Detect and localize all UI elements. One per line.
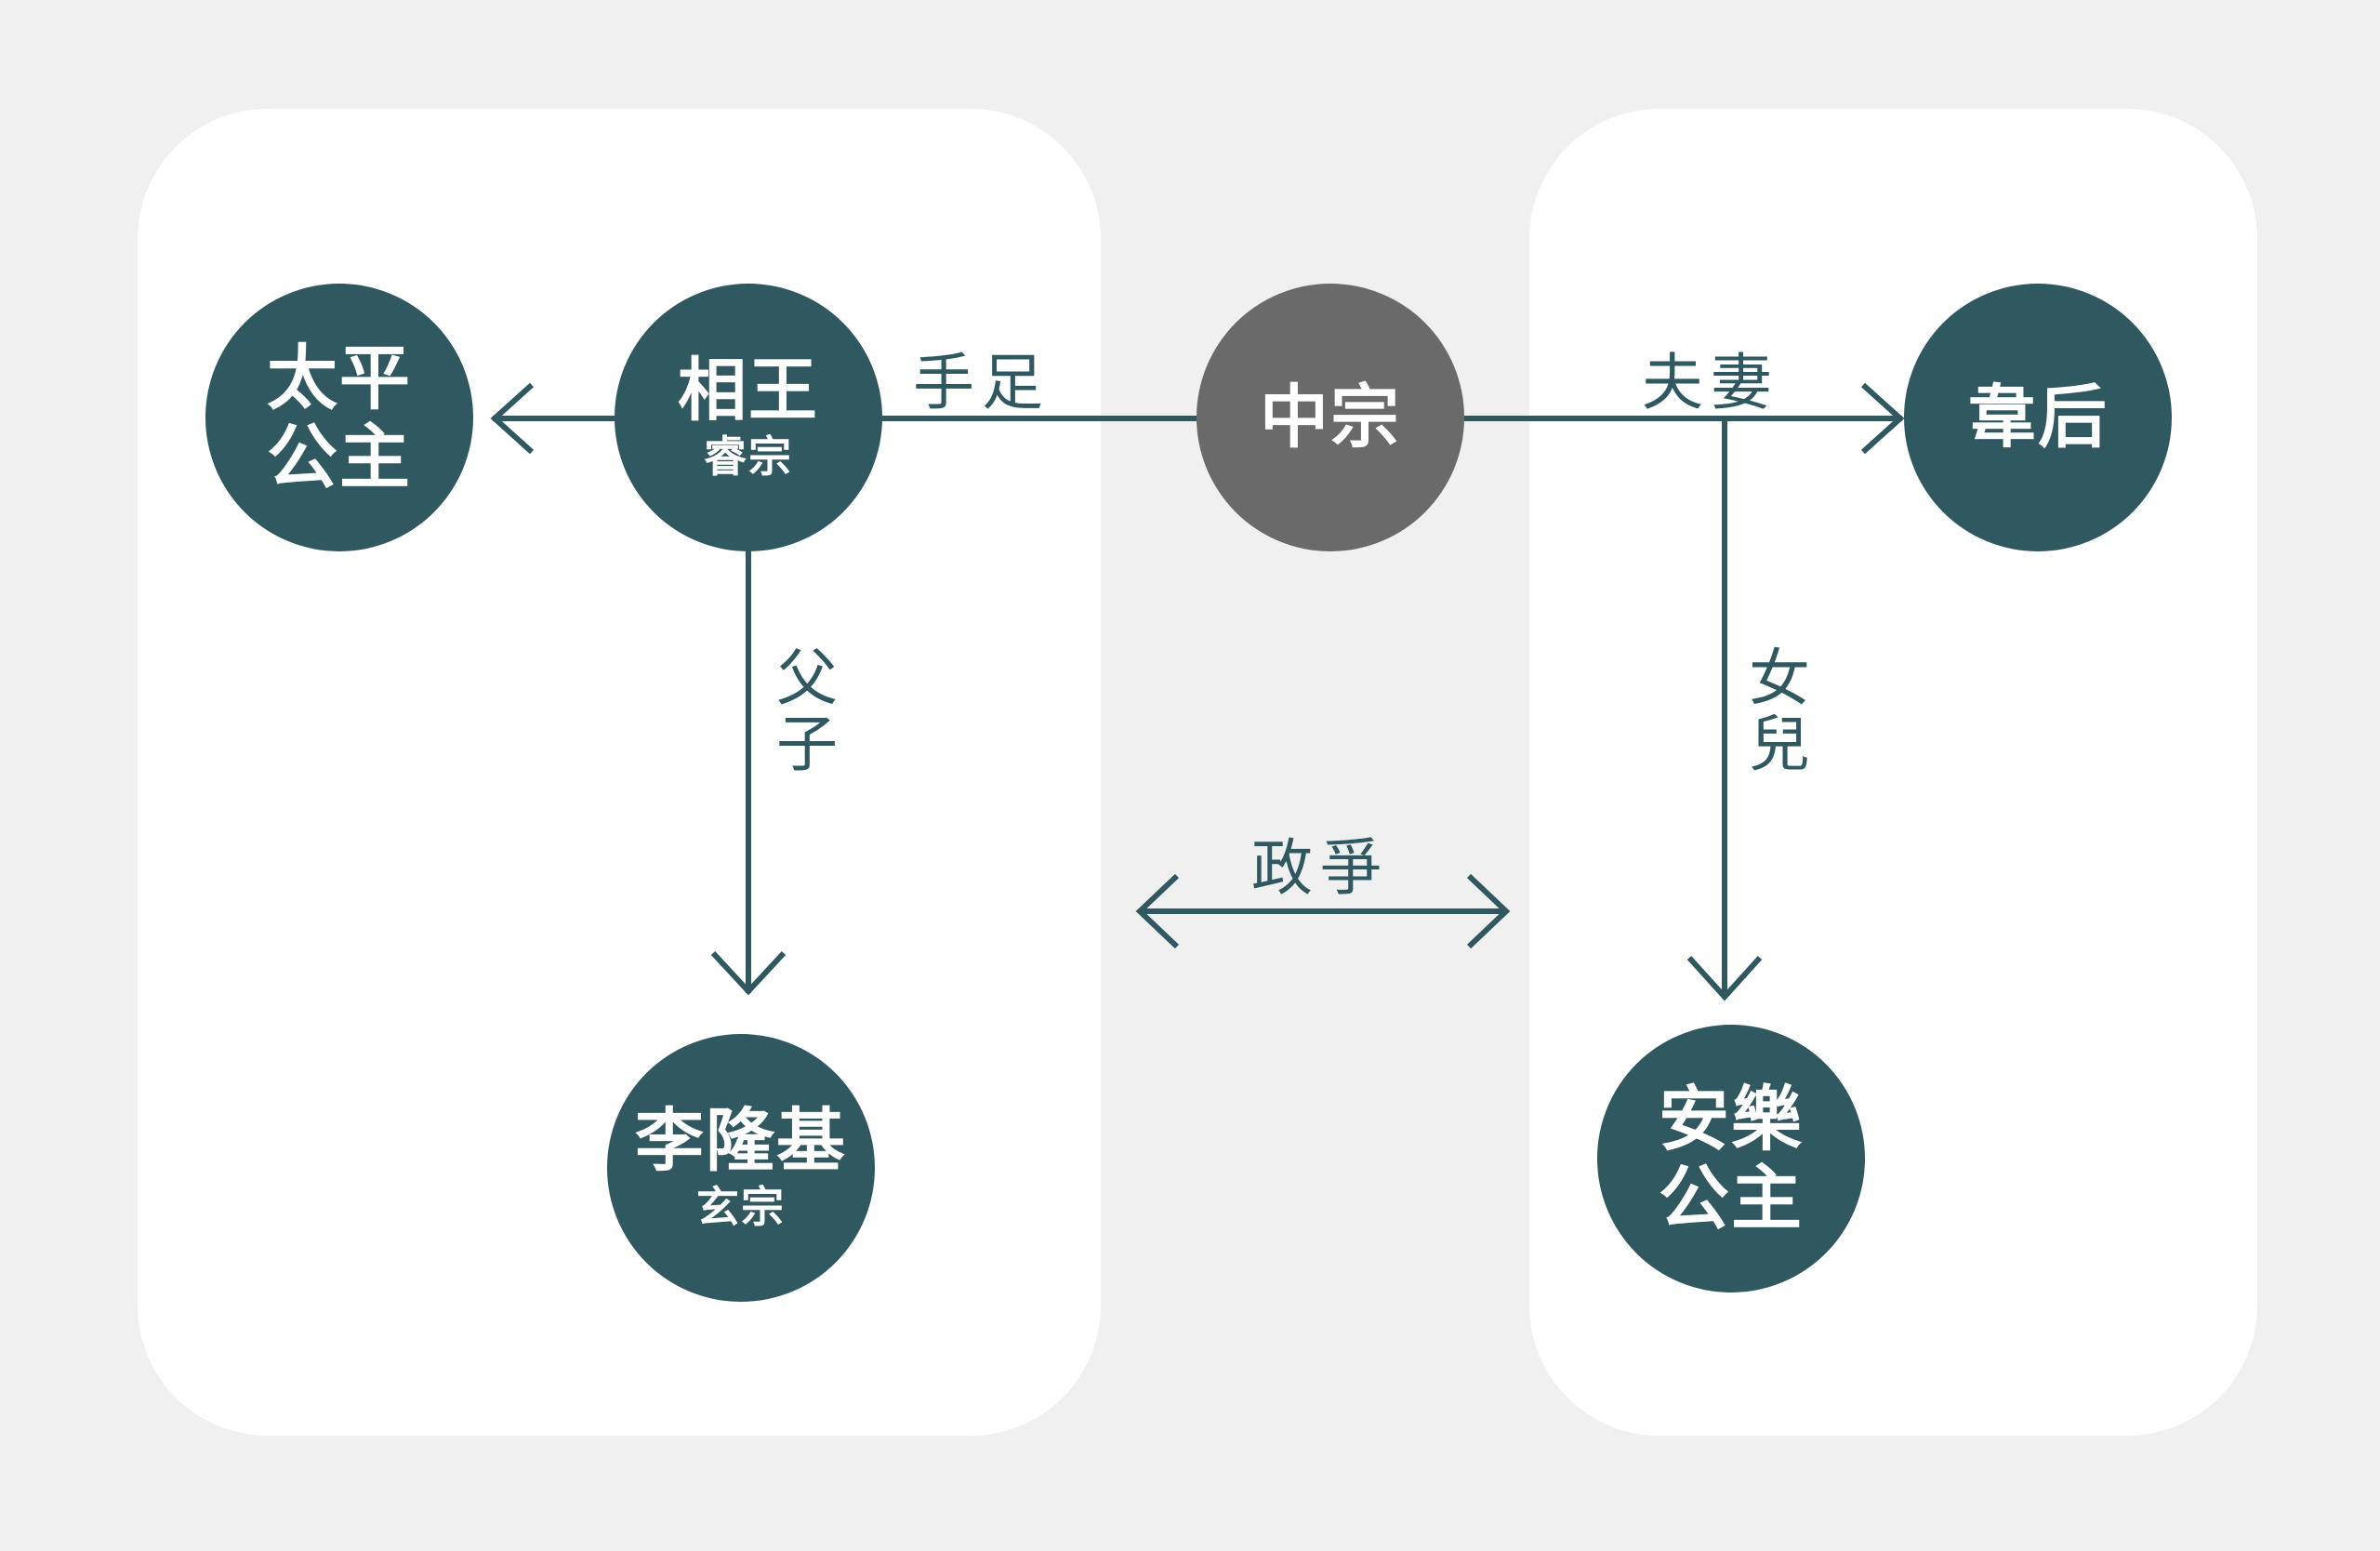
label-spouses: 夫妻 [1642,347,1779,418]
node-taiping: 太平 公主 [205,284,473,551]
arrowhead-lilongji [710,950,787,996]
node-taiping-name: 太平 公主 [267,336,412,498]
node-lilongji-name: 李隆基 [635,1100,847,1181]
arrowhead-struggle-right [1466,873,1511,949]
arrowhead-weihou [1860,382,1905,455]
node-zhongzong: 中宗 [1197,284,1464,551]
node-xiangwang-name: 相王 [678,350,819,431]
label-daughter: 女 兒 [1749,643,1810,781]
node-lilongji: 李隆基 玄宗 [607,1034,875,1302]
label-political-struggle: 政爭 [1251,832,1389,904]
node-xiangwang: 相王 睿宗 [615,284,882,551]
arrowhead-anle [1686,955,1763,1001]
node-weihou: 韋后 [1904,284,2172,551]
arrowhead-struggle-left [1135,873,1180,949]
node-xiangwang-sub: 睿宗 [704,431,793,482]
label-siblings: 手足 [913,347,1051,418]
node-anle: 安樂 公主 [1597,1025,1865,1292]
node-anle-name: 安樂 公主 [1659,1077,1804,1239]
label-father-son: 父 子 [776,643,838,781]
node-lilongji-sub: 玄宗 [696,1181,786,1232]
node-weihou-name: 韋后 [1967,378,2109,457]
node-zhongzong-name: 中宗 [1260,378,1401,457]
arrowhead-taiping [490,382,535,455]
